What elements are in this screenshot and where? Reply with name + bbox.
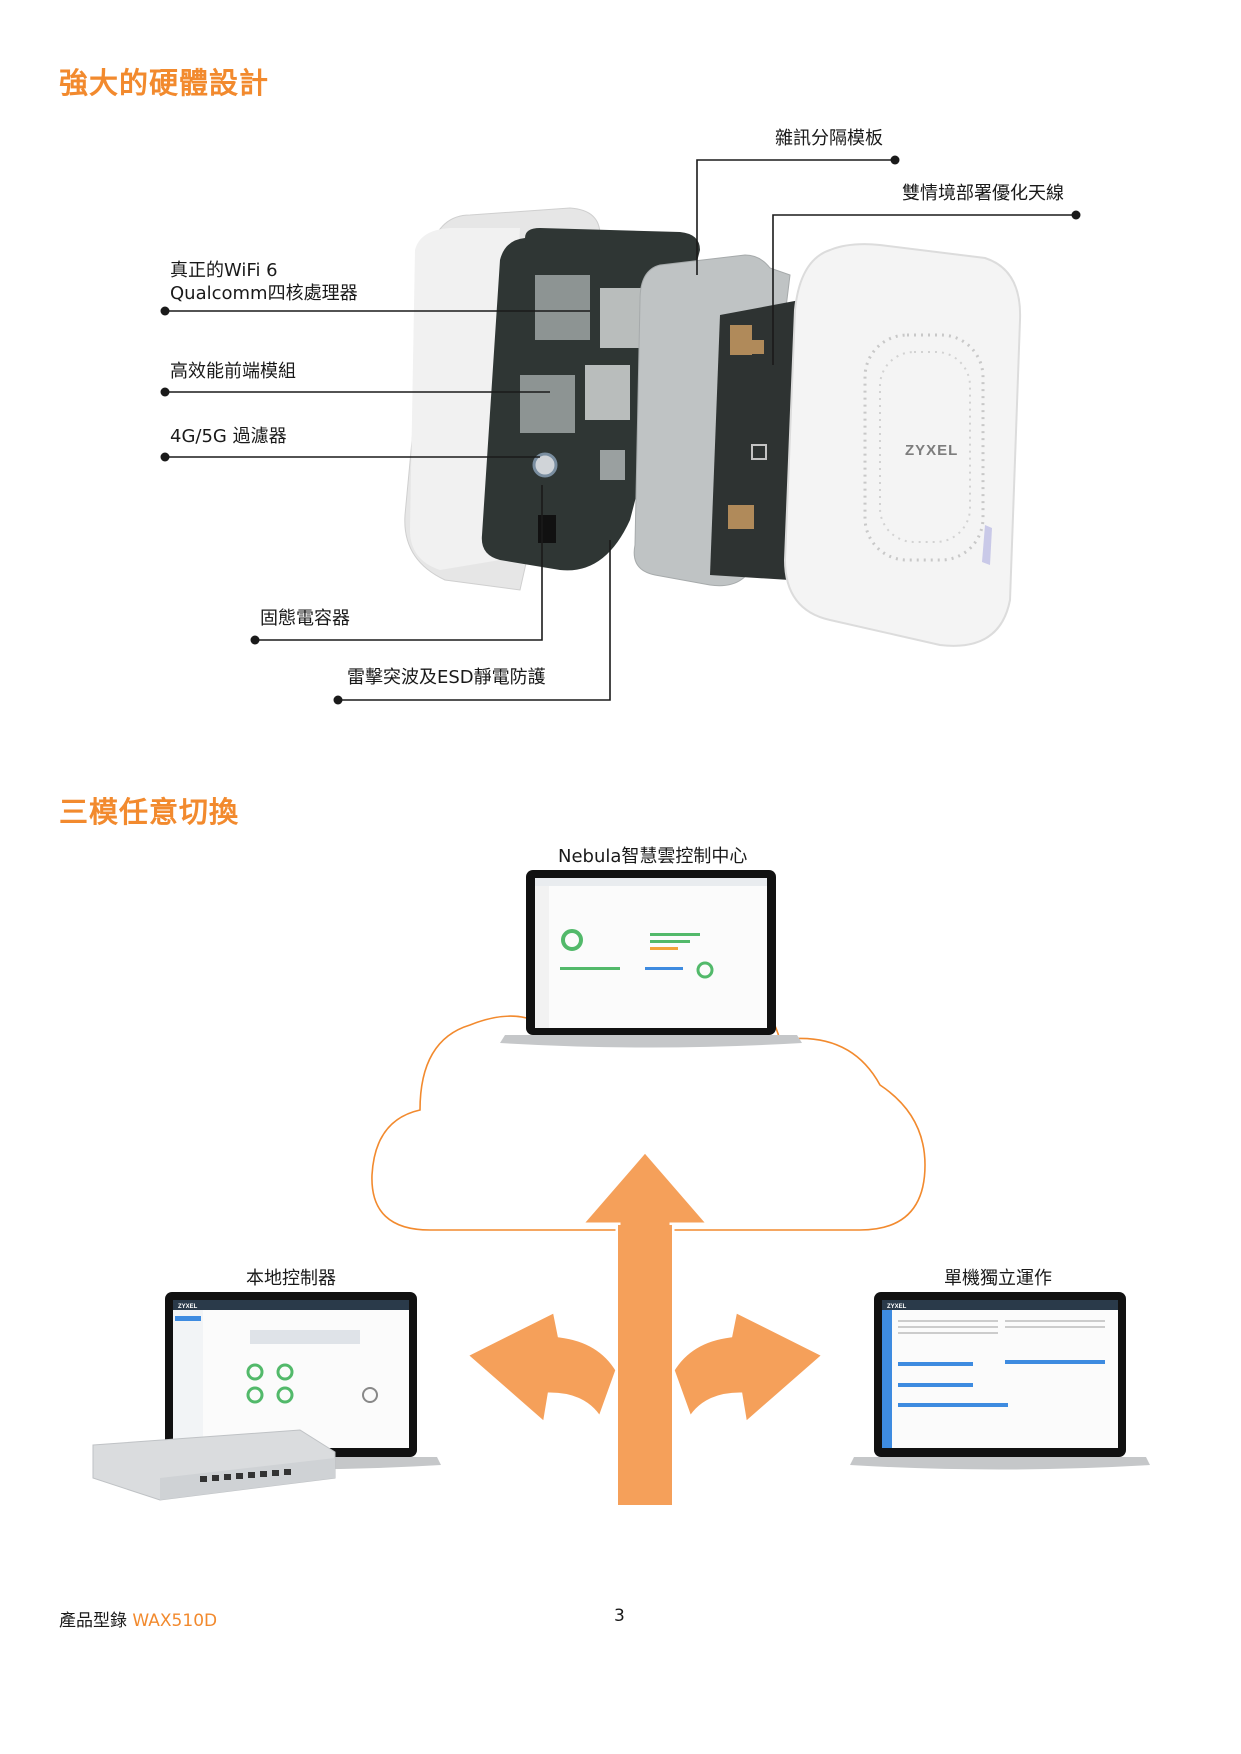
- callout-esd: 雷擊突波及ESD靜電防護: [347, 667, 546, 688]
- callout-cpu-line2: Qualcomm四核處理器: [170, 283, 358, 304]
- three-way-arrow: [460, 1146, 830, 1508]
- page-number: 3: [614, 1606, 625, 1626]
- modes-section-title: 三模任意切換: [59, 795, 240, 829]
- hardware-section-title: 強大的硬體設計: [59, 66, 270, 100]
- label-local-controller: 本地控制器: [246, 1268, 336, 1289]
- antenna-board: [710, 300, 800, 580]
- callout-dots: [160, 155, 1081, 705]
- callout-capacitor: 固態電容器: [260, 608, 350, 629]
- callout-frontend: 高效能前端模組: [170, 361, 296, 382]
- standalone-screen-brand: ZYXEL: [887, 1304, 907, 1310]
- callout-filter: 4G/5G 過濾器: [170, 426, 287, 447]
- callout-antenna: 雙情境部署優化天線: [902, 183, 1064, 204]
- footer-catalog-label: 產品型錄: [59, 1611, 127, 1631]
- local-controller-laptop: [140, 1292, 441, 1470]
- callout-noise-plate: 雜訊分隔模板: [775, 128, 883, 149]
- label-standalone: 單機獨立運作: [944, 1268, 1052, 1289]
- cpu-shield: [535, 275, 590, 340]
- standalone-laptop: [850, 1292, 1150, 1470]
- local-switch-device: [92, 1429, 336, 1501]
- footer-model: WAX510D: [132, 1611, 218, 1631]
- nebula-laptop: [500, 870, 802, 1048]
- callout-cpu-line1: 真正的WiFi 6: [170, 260, 278, 281]
- callout-cpu: 真正的WiFi 6 Qualcomm四核處理器: [170, 259, 358, 305]
- capacitor: [532, 452, 558, 478]
- local-screen-brand: ZYXEL: [178, 1304, 198, 1310]
- label-nebula: Nebula智慧雲控制中心: [558, 846, 748, 867]
- frontend-shield: [520, 375, 575, 433]
- front-cover: [783, 243, 1022, 647]
- callout-lines: [165, 159, 1076, 701]
- footer-catalog: 產品型錄 WAX510D: [59, 1606, 217, 1631]
- device-brand-logo: ZYXEL: [905, 442, 958, 459]
